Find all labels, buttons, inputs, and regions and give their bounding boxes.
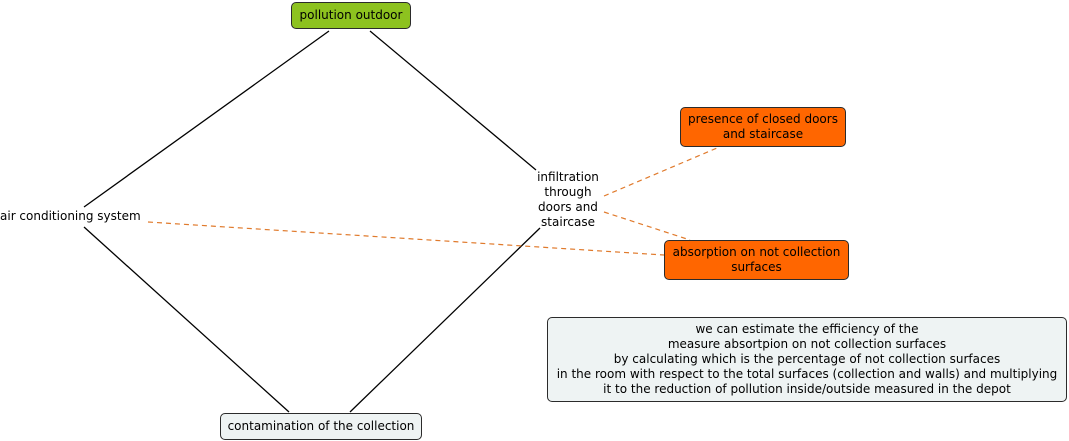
node-efficiency-note[interactable]: we can estimate the efficiency of the me… bbox=[547, 317, 1067, 402]
node-pollution-outdoor-label: pollution outdoor bbox=[299, 8, 403, 22]
node-air-conditioning-system[interactable]: air conditioning system bbox=[0, 207, 146, 225]
node-efficiency-note-text: we can estimate the efficiency of the me… bbox=[556, 322, 1058, 396]
node-infiltration[interactable]: infiltration through doors and staircase bbox=[532, 170, 604, 230]
dashed-infiltration-to-absorption bbox=[603, 211, 691, 241]
node-infiltration-label: infiltration through doors and staircase bbox=[537, 170, 599, 229]
line-pollution-to-airconditioning bbox=[83, 30, 330, 208]
node-absorption-surfaces[interactable]: absorption on not collection surfaces bbox=[664, 240, 849, 280]
line-airconditioning-to-contamination bbox=[83, 226, 290, 413]
node-pollution-outdoor[interactable]: pollution outdoor bbox=[291, 2, 411, 29]
node-absorption-surfaces-label: absorption on not collection surfaces bbox=[672, 245, 841, 274]
node-air-conditioning-system-label: air conditioning system bbox=[0, 208, 141, 223]
node-closed-doors-staircase[interactable]: presence of closed doors and staircase bbox=[680, 107, 846, 147]
line-pollution-to-infiltration bbox=[369, 30, 537, 171]
node-contamination-collection-label: contamination of the collection bbox=[227, 419, 415, 433]
line-infiltration-to-contamination bbox=[349, 227, 541, 413]
node-contamination-collection[interactable]: contamination of the collection bbox=[220, 413, 422, 440]
dashed-infiltration-to-closed-doors bbox=[603, 147, 718, 197]
node-closed-doors-staircase-label: presence of closed doors and staircase bbox=[688, 112, 838, 141]
